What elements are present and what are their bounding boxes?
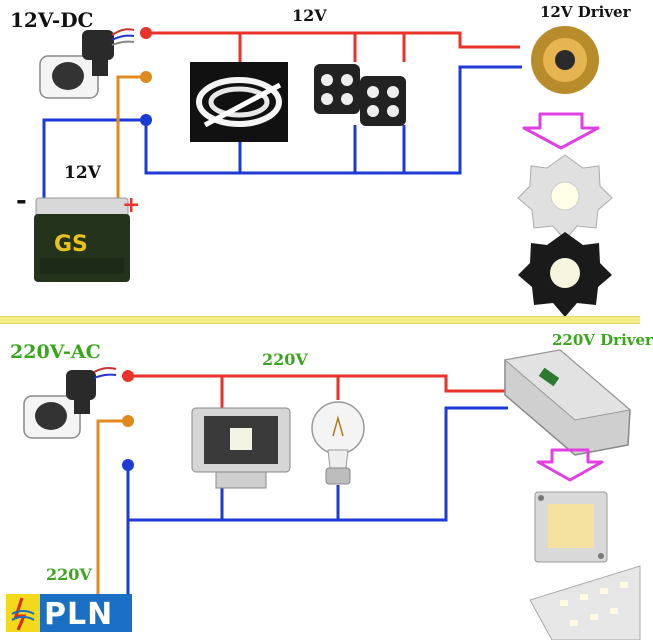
floodlight xyxy=(191,407,291,489)
car-battery xyxy=(34,197,130,282)
led-panel-strip xyxy=(529,565,641,640)
220v-driver-box xyxy=(503,349,632,456)
bottom-sensor-terminal xyxy=(122,415,134,427)
top-bus-label: 12V xyxy=(292,6,327,25)
star-led-black xyxy=(518,232,612,317)
bottom-neutral-wire xyxy=(126,406,508,595)
top-neutral-terminal xyxy=(140,114,152,126)
star-led-white xyxy=(517,154,613,241)
battery-minus-label: - xyxy=(16,186,27,216)
battery-voltage-label: 12V xyxy=(64,163,101,183)
cob-led-chip xyxy=(534,491,608,563)
section-divider xyxy=(0,316,640,324)
top-driver-label: 12V Driver xyxy=(540,3,631,21)
bottom-source-label: 220V-AC xyxy=(10,341,101,363)
top-source-label: 12V-DC xyxy=(10,8,94,32)
bottom-live-terminal xyxy=(122,370,134,382)
pln-badge xyxy=(40,594,132,632)
bottom-bus-label: 220V xyxy=(262,350,308,369)
bottom-live-wire xyxy=(128,374,505,410)
bottom-driver-label: 220V Driver xyxy=(552,331,653,349)
incandescent-bulb xyxy=(311,401,365,485)
top-live-terminal xyxy=(140,27,152,39)
bottom-neutral-terminal xyxy=(122,459,134,471)
12v-driver-board xyxy=(531,26,599,94)
led-work-light-2 xyxy=(360,76,406,126)
top-neutral-wire xyxy=(42,65,522,205)
top-sensor-wire xyxy=(116,75,146,200)
pln-logo xyxy=(6,594,40,632)
battery-plus-label: + xyxy=(122,192,141,218)
top-sensor-terminal xyxy=(140,71,152,83)
led-work-light-1 xyxy=(314,64,360,114)
bottom-sensor-wire xyxy=(96,419,128,595)
pln-label: PLN xyxy=(44,597,114,632)
led-strip-image xyxy=(190,62,288,142)
top-down-arrow xyxy=(522,112,600,150)
bottom-motion-sensor xyxy=(23,367,117,439)
top-motion-sensor xyxy=(39,28,135,99)
bottom-down-arrow xyxy=(536,448,604,482)
battery-brand-label: GS xyxy=(54,232,88,257)
bottom-feed-label: 220V xyxy=(46,565,92,584)
top-live-wire xyxy=(146,31,520,62)
